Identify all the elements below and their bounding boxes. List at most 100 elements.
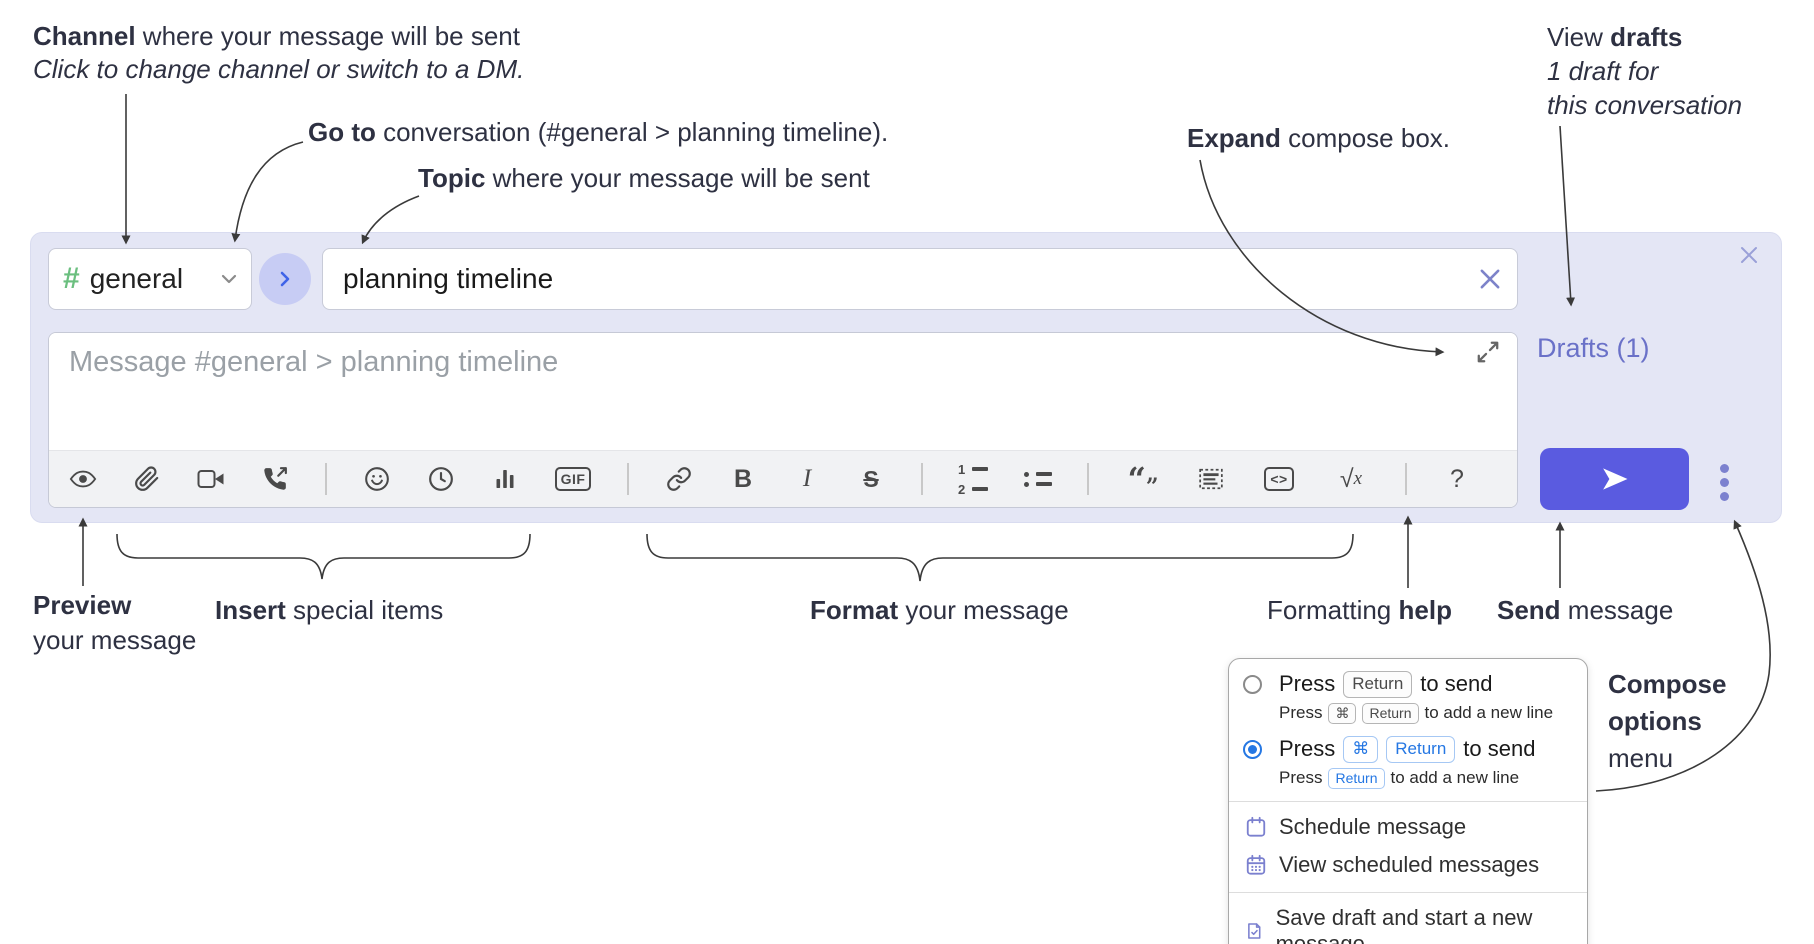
math-button[interactable]: √x (1339, 464, 1363, 493)
channel-hash-icon: # (63, 262, 80, 295)
strikethrough-icon: S (863, 465, 879, 492)
code-button[interactable]: <> (1261, 460, 1297, 498)
format-annotation: Format your message (810, 595, 1069, 625)
goto-annotation: Go to conversation (#general > planning … (308, 117, 889, 147)
kbd-cmd: ⌘ (1328, 702, 1357, 724)
preview-annotation: Preview your message (33, 590, 197, 655)
calendar-grid-icon (1246, 854, 1266, 875)
channel-annotation-line1: Channel where your message will be sent (33, 20, 524, 53)
video-call-button[interactable] (197, 460, 225, 498)
formatting-help-button[interactable]: ? (1443, 460, 1471, 498)
kbd-return: Return (1343, 671, 1413, 698)
schedule-message-item[interactable]: Schedule message (1243, 808, 1573, 846)
spoiler-icon (1199, 468, 1223, 490)
bar-chart-icon (496, 470, 514, 488)
radio-unselected-icon[interactable] (1243, 675, 1262, 694)
ordered-list-icon: 1 2 (958, 462, 988, 497)
x-icon (1480, 269, 1500, 289)
paperclip-icon (135, 466, 159, 491)
expand-compose-button[interactable] (1475, 339, 1501, 365)
message-box: GIF B I S 1 2 (48, 332, 1518, 508)
insert-annotation: Insert special items (215, 595, 444, 625)
preview-button[interactable] (69, 460, 97, 498)
emoji-button[interactable] (363, 460, 391, 498)
link-icon (667, 467, 691, 491)
channel-selector[interactable]: # general (48, 248, 252, 310)
video-camera-icon (197, 470, 224, 488)
calendar-icon (1246, 816, 1266, 837)
topic-annotation: Topic where your message will be sent (418, 163, 870, 193)
voice-call-button[interactable] (261, 460, 289, 498)
spoiler-button[interactable] (1197, 460, 1225, 498)
italic-button[interactable]: I (793, 460, 821, 498)
bulleted-list-button[interactable] (1022, 460, 1052, 498)
bold-button[interactable]: B (729, 460, 757, 498)
send-button[interactable] (1540, 448, 1689, 510)
send-annotation: Send message (1497, 595, 1674, 625)
close-compose-button[interactable] (1737, 243, 1761, 267)
go-to-conversation-button[interactable] (259, 253, 311, 305)
topic-field-wrap (322, 248, 1518, 310)
quote-button[interactable]: “” (1127, 460, 1159, 500)
note-check-icon (1248, 922, 1261, 939)
menu-divider (1229, 891, 1587, 893)
clock-icon (429, 467, 453, 491)
expand-diagonal-icon (1477, 341, 1499, 363)
paper-plane-icon (1602, 468, 1627, 490)
toolbar-divider (1087, 463, 1089, 495)
smiley-icon (365, 467, 389, 491)
toolbar-divider (921, 463, 923, 495)
goto-connector (231, 141, 304, 243)
kbd-return: Return (1328, 767, 1385, 789)
compose-options-menu-button[interactable] (1712, 457, 1736, 507)
phone-outgoing-icon (264, 467, 287, 490)
toolbar-divider (627, 463, 629, 495)
insert-brace (116, 533, 531, 580)
save-draft-item[interactable]: Save draft and start a new message (1243, 899, 1573, 944)
channel-name: general (89, 263, 184, 294)
compose-options-annotation: Compose options menu (1608, 669, 1727, 773)
link-button[interactable] (665, 460, 693, 498)
toolbar-divider (1405, 463, 1407, 495)
view-scheduled-messages-item[interactable]: View scheduled messages (1243, 846, 1573, 884)
numbered-list-button[interactable]: 1 2 (958, 460, 988, 498)
quote-icon: “ (1127, 460, 1146, 498)
gif-button[interactable]: GIF (554, 460, 592, 498)
gif-icon: GIF (554, 467, 592, 491)
latex-math-icon: √ (1339, 464, 1354, 493)
strikethrough-button[interactable]: S (857, 460, 885, 498)
channel-annotation: Channel where your message will be sent … (33, 20, 524, 86)
chevron-down-icon (221, 274, 237, 284)
channel-annotation-bold: Channel (33, 21, 136, 51)
compose-toolbar: GIF B I S 1 2 (49, 450, 1517, 507)
code-icon: <> (1264, 467, 1294, 491)
global-time-button[interactable] (427, 460, 455, 498)
channel-annotation-rest: where your message will be sent (135, 21, 520, 51)
kbd-return: Return (1386, 735, 1456, 763)
poll-button[interactable] (491, 460, 519, 498)
kbd-cmd: ⌘ (1343, 735, 1379, 763)
channel-annotation-line2: Click to change channel or switch to a D… (33, 54, 525, 84)
format-brace (646, 533, 1354, 582)
topic-input[interactable] (322, 248, 1518, 310)
toolbar-divider (325, 463, 327, 495)
drafts-link[interactable]: Drafts (1) (1537, 333, 1650, 363)
bold-icon: B (733, 464, 753, 493)
menu-divider (1229, 800, 1587, 802)
italic-icon: I (802, 465, 812, 492)
formatting-help-annotation: Formatting help (1267, 595, 1452, 625)
vertical-dots-icon (1719, 463, 1729, 473)
message-input[interactable] (49, 333, 1517, 451)
radio-selected-icon[interactable] (1243, 739, 1262, 759)
unordered-list-icon (1022, 471, 1052, 487)
chevron-right-icon (280, 271, 290, 287)
close-icon (1741, 247, 1757, 263)
clear-topic-button[interactable] (1476, 265, 1504, 293)
view-drafts-annotation: View drafts 1 draft for this conversatio… (1547, 22, 1743, 120)
eye-icon (69, 470, 97, 488)
attach-file-button[interactable] (133, 460, 161, 498)
